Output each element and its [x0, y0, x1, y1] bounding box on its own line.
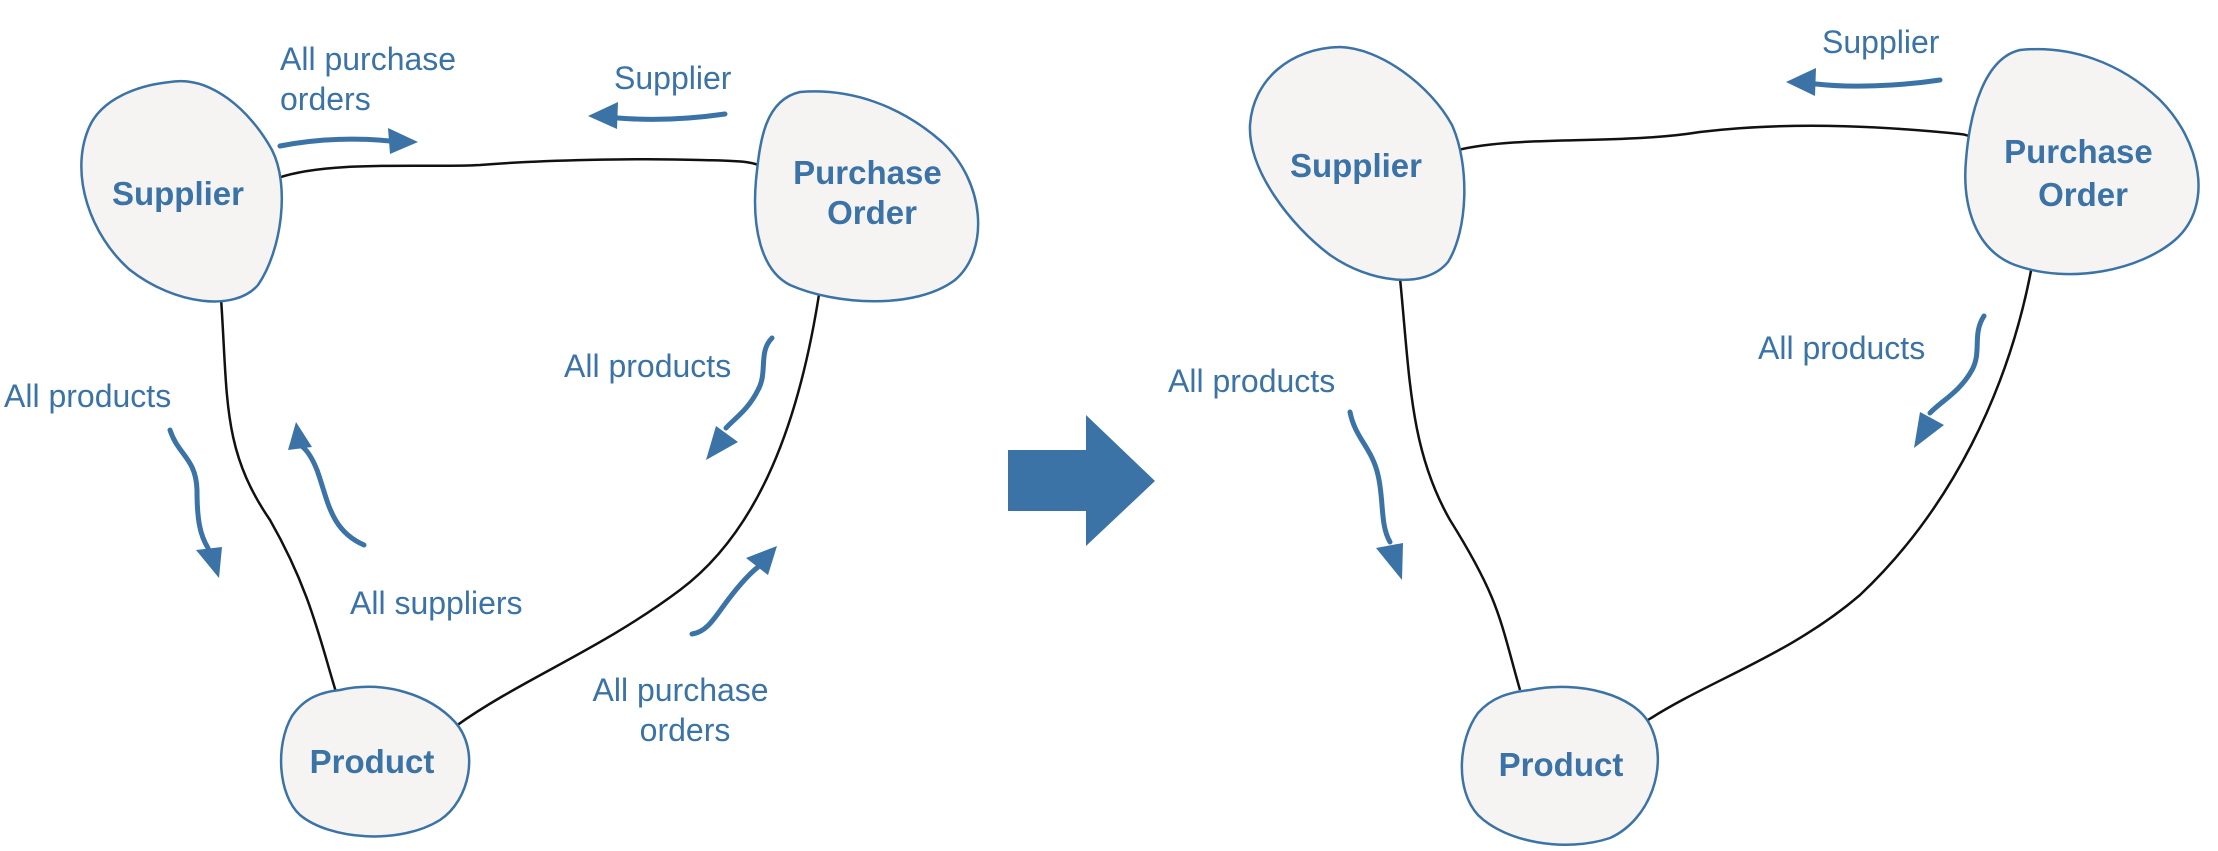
edge-supplier-purchase-order — [277, 157, 770, 180]
edge-supplier-product — [219, 297, 338, 693]
purchase-order-node-label: Purchase Order — [793, 154, 951, 231]
supplier-node[interactable] — [80, 79, 284, 303]
purchase-order-node[interactable] — [1964, 47, 2200, 276]
arrow-purchase-order-to-supplier — [1786, 68, 1943, 96]
label-supplier-to-purchase-order: All purchase orders — [280, 41, 465, 117]
supplier-node-label: Supplier — [112, 175, 244, 212]
arrow-supplier-to-purchase-order — [277, 128, 418, 154]
label-supplier-to-product: All products — [4, 378, 171, 414]
label-supplier-to-product: All products — [1168, 363, 1335, 399]
right-arrow-icon — [1008, 415, 1155, 546]
supplier-node[interactable] — [1248, 45, 1466, 282]
product-node-label: Product — [310, 743, 435, 780]
label-product-to-supplier: All suppliers — [350, 585, 523, 621]
arrow-purchase-order-to-supplier — [588, 102, 728, 129]
edge-supplier-purchase-order — [1457, 124, 1977, 152]
label-purchase-order-to-product: All products — [1758, 330, 1925, 366]
label-product-to-purchase-order: All purchase orders — [593, 672, 778, 748]
edge-supplier-product — [1398, 277, 1522, 691]
purchase-order-node-label: Purchase Order — [2004, 133, 2162, 213]
product-node[interactable] — [279, 685, 471, 838]
product-node-label: Product — [1499, 746, 1624, 783]
label-purchase-order-to-supplier: Supplier — [1822, 24, 1940, 60]
label-purchase-order-to-product: All products — [564, 348, 731, 384]
supplier-node-label: Supplier — [1290, 147, 1422, 184]
arrow-supplier-to-product — [167, 427, 222, 578]
edge-purchase-order-product — [1647, 259, 2035, 722]
right-diagram: Supplier Purchase Order Product Supplier… — [1168, 24, 2200, 847]
arrow-product-to-purchase-order — [689, 546, 777, 637]
label-purchase-order-to-supplier: Supplier — [614, 60, 732, 96]
product-node[interactable] — [1460, 685, 1659, 847]
arrow-supplier-to-product — [1347, 409, 1403, 580]
edge-purchase-order-product — [455, 287, 822, 728]
arrow-product-to-supplier — [288, 422, 367, 548]
purchase-order-node[interactable] — [753, 90, 980, 303]
left-diagram: Supplier Purchase Order Product — [4, 41, 980, 838]
arrow-purchase-order-to-product — [706, 335, 775, 460]
arrow-purchase-order-to-product — [1914, 313, 1987, 448]
